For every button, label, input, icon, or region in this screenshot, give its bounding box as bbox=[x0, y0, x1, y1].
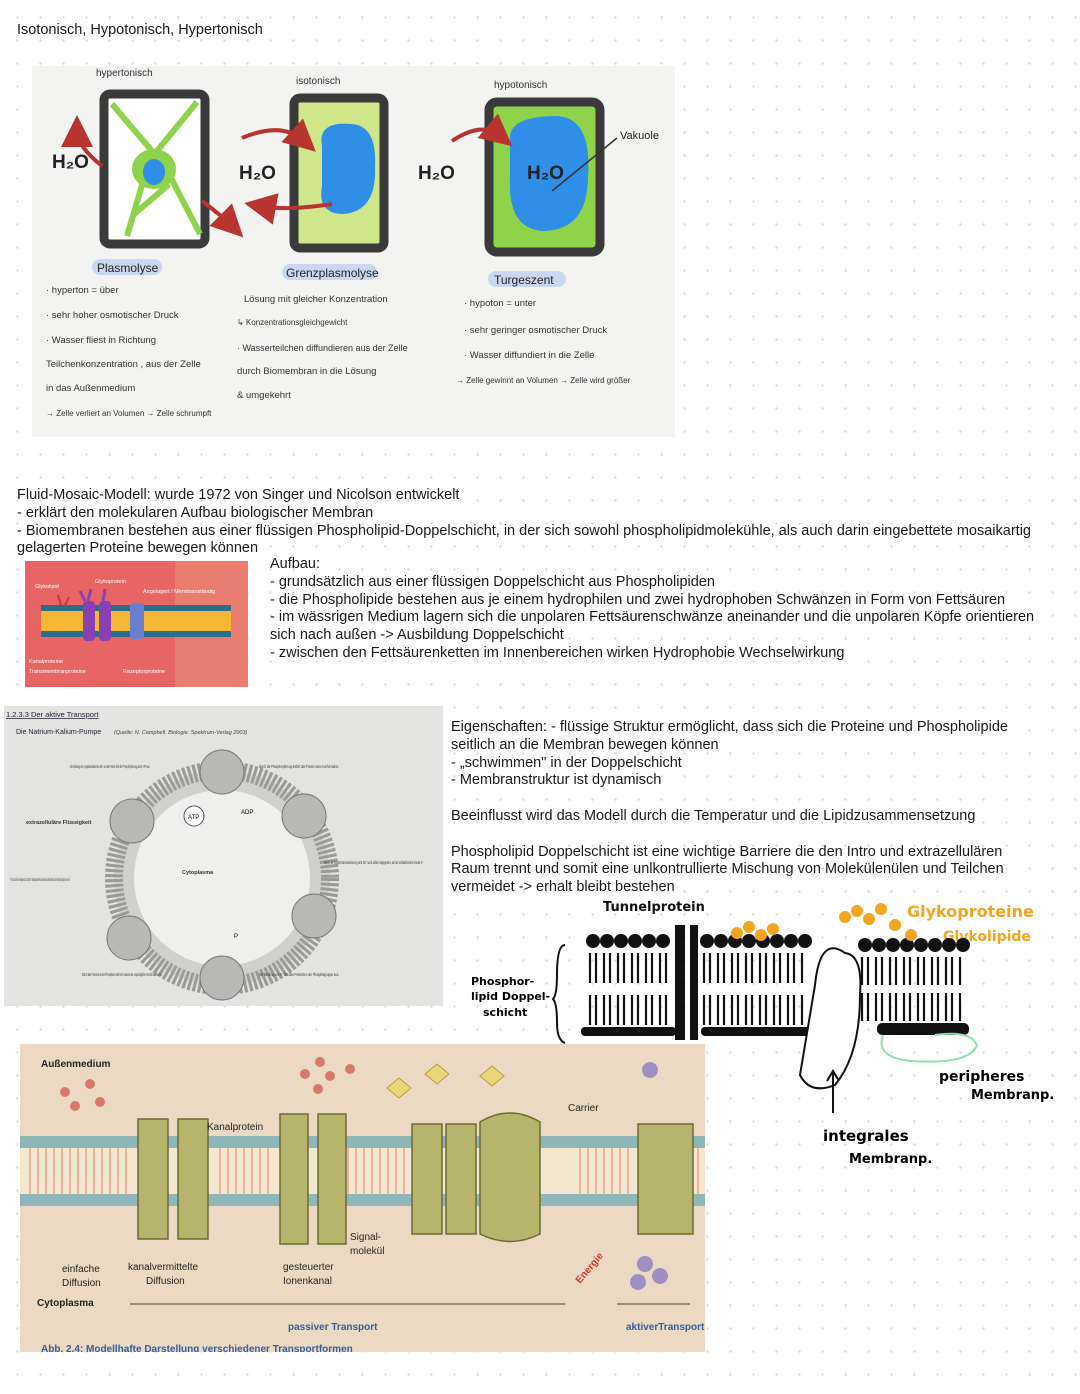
pump-step-4: Die Bindung von K⁺ löst das Freisetzen d… bbox=[259, 972, 339, 977]
hand-label-bilayer-2: lipid Doppel- bbox=[471, 990, 550, 1003]
water-label-middle: H₂O bbox=[418, 163, 455, 184]
transport-signal-1: Signal- bbox=[350, 1232, 381, 1243]
note-1-3: · Wasser fliest in Richtung bbox=[46, 335, 156, 346]
water-label-3: H₂O bbox=[527, 163, 564, 184]
note-1-6: → Zelle verliert an Volumen → Zelle schr… bbox=[46, 409, 212, 418]
tag-hypertonic: hypertonisch bbox=[96, 68, 153, 79]
name-turgeszent: Turgeszent bbox=[494, 273, 554, 287]
pump-p: P bbox=[234, 934, 238, 940]
transport-type-3a: gesteuerter bbox=[283, 1262, 334, 1273]
pump-adp: ADP bbox=[241, 810, 253, 816]
note-3-1: · hypoton = unter bbox=[464, 298, 536, 309]
note-1-5: in das Außenmedium bbox=[46, 383, 135, 394]
transport-outside: Außenmedium bbox=[41, 1059, 111, 1070]
small-label-transmembran: Transmembranproteine bbox=[29, 669, 86, 675]
pump-title: Die Natrium-Kalium-Pumpe bbox=[16, 729, 101, 736]
note-2-3: · Wasserteilchen diffundieren aus der Ze… bbox=[237, 343, 408, 353]
transport-caption: Abb. 2.4: Modellhafte Darstellung versch… bbox=[41, 1344, 353, 1352]
transport-carrier: Carrier bbox=[568, 1103, 599, 1114]
hand-label-peripheral-2: Membranp. bbox=[971, 1088, 1054, 1103]
tag-hypotonic: hypotonisch bbox=[494, 80, 547, 91]
small-label-glykoprotein: Glykoprotein bbox=[95, 579, 126, 585]
note-2-2: ↳ Konzentrationsgleichgewicht bbox=[237, 318, 348, 327]
transport-type-1b: Diffusion bbox=[62, 1278, 101, 1289]
hand-label-integral-2: Membranp. bbox=[849, 1152, 932, 1167]
hand-label-glykoproteine: Glykoproteine bbox=[907, 902, 1034, 921]
hand-label-bilayer-3: schicht bbox=[483, 1006, 527, 1019]
transport-passive: passiver Transport bbox=[288, 1322, 378, 1333]
water-label-2: H₂O bbox=[239, 163, 276, 184]
fluid-mosaic-intro: Fluid-Mosaic-Modell: wurde 1972 von Sing… bbox=[17, 487, 1031, 557]
transport-figure: Außenmedium Cytoplasma Kanalprotein Carr… bbox=[20, 1044, 705, 1352]
small-label-kanalproteine: Kanalproteine bbox=[29, 659, 63, 665]
small-membrane-figure: Glykolipid Glykoprotein Angelagert / Mem… bbox=[25, 561, 248, 687]
note-1-2: · sehr hoher osmotischer Druck bbox=[46, 310, 179, 321]
transport-signal-2: molekül bbox=[350, 1246, 384, 1257]
pump-inside: Cytoplasma bbox=[182, 870, 214, 876]
note-3-4: → Zelle gewinnt an Volumen → Zelle wird … bbox=[456, 376, 631, 385]
pump-step-2: Durch die Phosphorylierung ändert das Pr… bbox=[259, 764, 339, 769]
tag-isotonic: isotonisch bbox=[296, 76, 340, 87]
small-label-rezeptor: Rezeptorproteine bbox=[123, 669, 165, 675]
hand-label-tunnel: Tunnelprotein bbox=[603, 900, 705, 915]
pump-source: (Quelle: N. Campbell. Biologie. Spektrum… bbox=[114, 730, 248, 736]
pump-section: 1.2.3.3 Der aktive Transport bbox=[6, 710, 99, 719]
hand-membrane-drawing: Tunnelprotein Glykoproteine Glykolipide … bbox=[471, 900, 1054, 1167]
pump-figure: 1.2.3.3 Der aktive Transport Die Natrium… bbox=[4, 706, 443, 1006]
hand-label-glykolipide: Glykolipide bbox=[943, 929, 1031, 945]
name-plasmolyse: Plasmolyse bbox=[97, 261, 159, 275]
transport-type-1a: einfache bbox=[62, 1264, 100, 1275]
fluid-mosaic-aufbau: Aufbau: - grundsätzlich aus einer flüssi… bbox=[270, 556, 1035, 661]
pump-step-3: Durch die Konformationsänderung wird Na⁺… bbox=[324, 860, 424, 865]
vacuole-label: Vakuole bbox=[620, 130, 659, 142]
cell-isotonic bbox=[241, 93, 389, 253]
hand-label-integral-1: integrales bbox=[823, 1127, 909, 1145]
small-label-glykolipid: Glykolipid bbox=[35, 584, 59, 590]
transport-type-3b: Ionenkanal bbox=[283, 1276, 332, 1287]
transport-type-2b: Diffusion bbox=[146, 1276, 185, 1287]
note-2-1: Lösung mit gleicher Konzentration bbox=[244, 294, 388, 305]
note-1-4: Teilchenkonzentration , aus der Zelle bbox=[46, 359, 201, 370]
note-2-4: durch Biomembran in die Lösung bbox=[237, 366, 376, 377]
osmosis-figure: hypertonisch H₂O Plasmolyse isotonisch H… bbox=[32, 66, 675, 437]
page-heading: Isotonisch, Hypotonisch, Hypertonisch bbox=[17, 22, 263, 38]
hand-label-peripheral-1: peripheres bbox=[939, 1069, 1024, 1085]
transport-active: aktiverTransport bbox=[626, 1322, 705, 1333]
pump-outside: extrazelluläre Flüssigkeit bbox=[26, 820, 92, 826]
note-2-5: & umgekehrt bbox=[237, 390, 291, 401]
transport-type-2a: kanalvermittelte bbox=[128, 1262, 198, 1273]
name-grenzplasmolyse: Grenzplasmolyse bbox=[286, 266, 379, 280]
pump-atp: ATP bbox=[188, 815, 199, 821]
water-label-1: H₂O bbox=[52, 152, 89, 173]
fluid-mosaic-eigenschaften: Eigenschaften: - flüssige Struktur ermög… bbox=[451, 719, 1008, 896]
small-label-angelagert: Angelagert / Membranständig bbox=[143, 589, 215, 595]
cell-hypotonic bbox=[450, 97, 618, 257]
pump-step-5: Durch das Freisetzen des Phosphats stell… bbox=[82, 972, 162, 977]
note-3-2: · sehr geringer osmotischer Druck bbox=[464, 325, 607, 336]
note-1-1: · hyperton = über bbox=[46, 285, 119, 296]
hand-label-bilayer-1: Phosphor- bbox=[471, 975, 534, 988]
note-3-3: · Wasser diffundiert in die Zelle bbox=[464, 350, 594, 361]
transport-inside: Cytoplasma bbox=[37, 1298, 94, 1309]
transport-kanalprotein: Kanalprotein bbox=[207, 1122, 263, 1133]
cell-hypertonic bbox=[61, 89, 244, 249]
pump-step-1: Die Bindung des cytoplasmatischen Na⁺ an… bbox=[70, 764, 150, 769]
pump-step-6: K⁺ wird nach innen freigesetzt, und die … bbox=[10, 877, 70, 882]
